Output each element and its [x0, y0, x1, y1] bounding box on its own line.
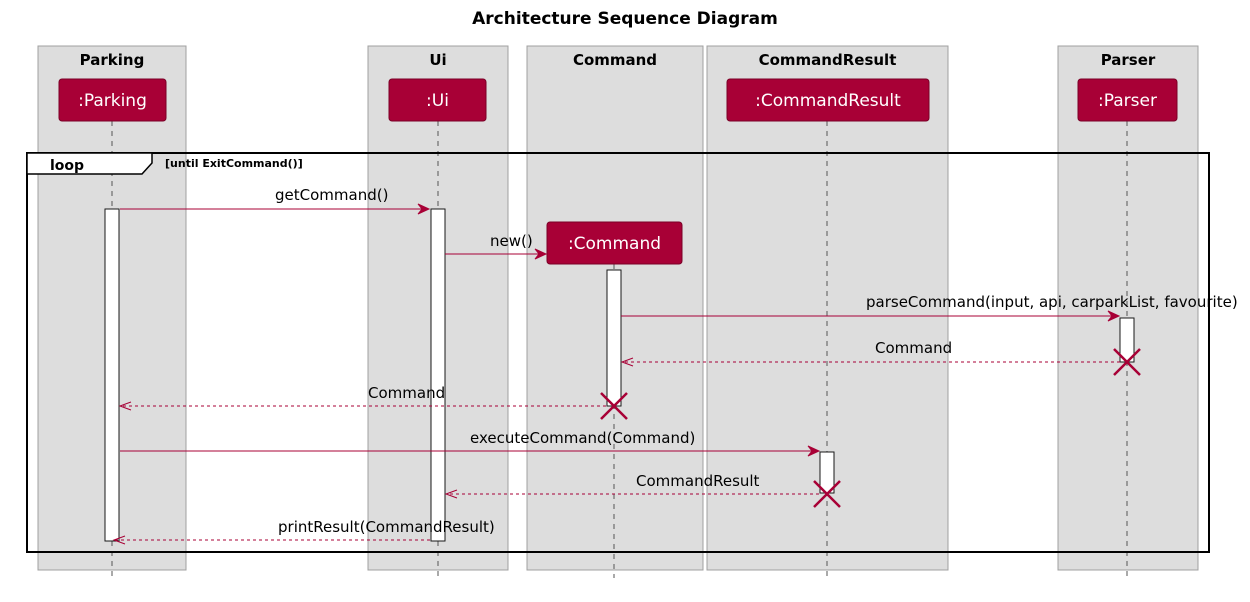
message-label: executeCommand(Command)	[470, 429, 695, 447]
participant-label-command: :Command	[568, 234, 661, 254]
message-label: Command	[875, 339, 952, 357]
arrowhead	[534, 248, 548, 260]
message-1: getCommand()	[120, 186, 431, 215]
activation-command	[606, 269, 622, 407]
message-3: parseCommand(input, api, carparkList, fa…	[621, 293, 1238, 322]
message-label: CommandResult	[636, 472, 760, 490]
destroy-marker-command	[600, 392, 628, 420]
participants: :Parking :Ui :Command :CommandResult :Parser	[58, 78, 1178, 265]
box-title-commandresult: CommandResult	[759, 51, 897, 69]
activation-bars	[104, 208, 1135, 542]
activation-ui	[430, 208, 446, 542]
loop-frame-rect	[26, 152, 1210, 553]
participant-ui	[388, 78, 487, 122]
diagram-title: Architecture Sequence Diagram	[472, 9, 778, 29]
participant-label-commandresult: :CommandResult	[755, 91, 901, 111]
message-label: Command	[368, 384, 445, 402]
message-7: CommandResult	[444, 472, 819, 499]
activation-parking	[104, 208, 120, 542]
participant-parser	[1077, 78, 1178, 122]
message-label: new()	[490, 232, 533, 250]
messages: getCommand() new() parseCommand(input, api…	[112, 186, 1238, 545]
participant-label-ui: :Ui	[426, 91, 449, 111]
box-title-command: Command	[573, 51, 657, 69]
message-label: getCommand()	[275, 186, 388, 204]
destroy-markers	[600, 348, 1141, 508]
message-4: Command	[620, 339, 1120, 367]
arrowhead	[807, 445, 821, 457]
message-6: executeCommand(Command)	[120, 429, 821, 457]
loop-guard: [until ExitCommand()]	[165, 157, 303, 170]
box-parser	[1057, 45, 1199, 571]
box-title-ui: Ui	[429, 51, 446, 69]
message-2: new()	[445, 232, 548, 260]
participant-parking	[58, 78, 167, 122]
participant-label-parser: :Parser	[1098, 91, 1157, 111]
loop-tab	[26, 152, 153, 175]
loop-label: loop	[50, 158, 84, 174]
box-title-parser: Parser	[1101, 51, 1156, 69]
arrowhead	[118, 401, 132, 411]
arrowhead	[1107, 310, 1121, 322]
activation-commandresult	[819, 451, 835, 494]
destroy-marker-parser	[1113, 348, 1141, 376]
arrowhead	[112, 535, 126, 545]
arrowhead	[444, 489, 458, 499]
loop-frame: loop [until ExitCommand()]	[26, 152, 1210, 553]
destroy-marker-commandresult	[813, 480, 841, 508]
message-label: printResult(CommandResult)	[278, 518, 495, 536]
participant-command	[546, 221, 683, 265]
arrowhead	[620, 357, 634, 367]
box-title-parking: Parking	[80, 51, 145, 69]
arrowhead	[417, 203, 431, 215]
message-label: parseCommand(input, api, carparkList, fa…	[866, 293, 1238, 311]
message-8: printResult(CommandResult)	[112, 518, 495, 545]
participant-commandresult	[726, 78, 930, 122]
message-5: Command	[118, 384, 606, 411]
participant-label-parking: :Parking	[78, 91, 147, 111]
